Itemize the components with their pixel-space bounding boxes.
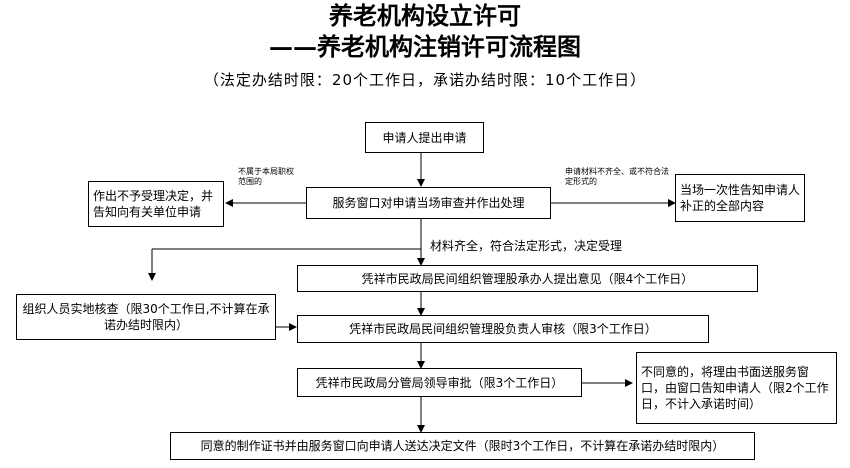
node-issue-cert: 同意的制作证书并由服务窗口向申请人送达决定文件（限时3个工作日，不计算在承诺办结…: [170, 432, 755, 460]
node-opinion: 凭祥市民政局民间组织管理股承办人提出意见（限4个工作日）: [297, 265, 758, 292]
label-accepted: 材料齐全，符合法定形式，决定受理: [430, 239, 623, 253]
node-apply: 申请人提出申请: [365, 122, 484, 153]
node-head-review: 凭祥市民政局民间组织管理股负责人审核（限3个工作日）: [297, 315, 709, 343]
label-not-in-scope: 不属于本局职权范围的: [238, 167, 294, 186]
label-materials-incomplete: 申请材料不齐全、或不符合法定形式的: [565, 167, 669, 186]
node-inform-once: 当场一次性告知申请人补正的全部内容: [675, 174, 805, 222]
time-limit-note: （法定办结时限：20个工作日，承诺办结时限：10个工作日）: [203, 71, 647, 89]
node-site-check: 组织人员实地核查（限30个工作日,不计算在承诺办结时限内）: [16, 294, 276, 340]
node-disagree: 不同意的，将理由书面送服务窗口，由窗口告知申请人（限2个工作日，不计入承诺时间）: [636, 352, 837, 424]
diagram-subtitle-title: ——养老机构注销许可流程图: [269, 32, 581, 61]
node-leader-approve: 凭祥市民政局分管局领导审批（限3个工作日）: [297, 368, 582, 397]
diagram-title: 养老机构设立许可: [329, 1, 521, 30]
node-reject: 作出不予受理决定，并告知向有关单位申请: [88, 181, 224, 227]
node-window-review: 服务窗口对申请当场审查并作出处理: [306, 187, 551, 219]
